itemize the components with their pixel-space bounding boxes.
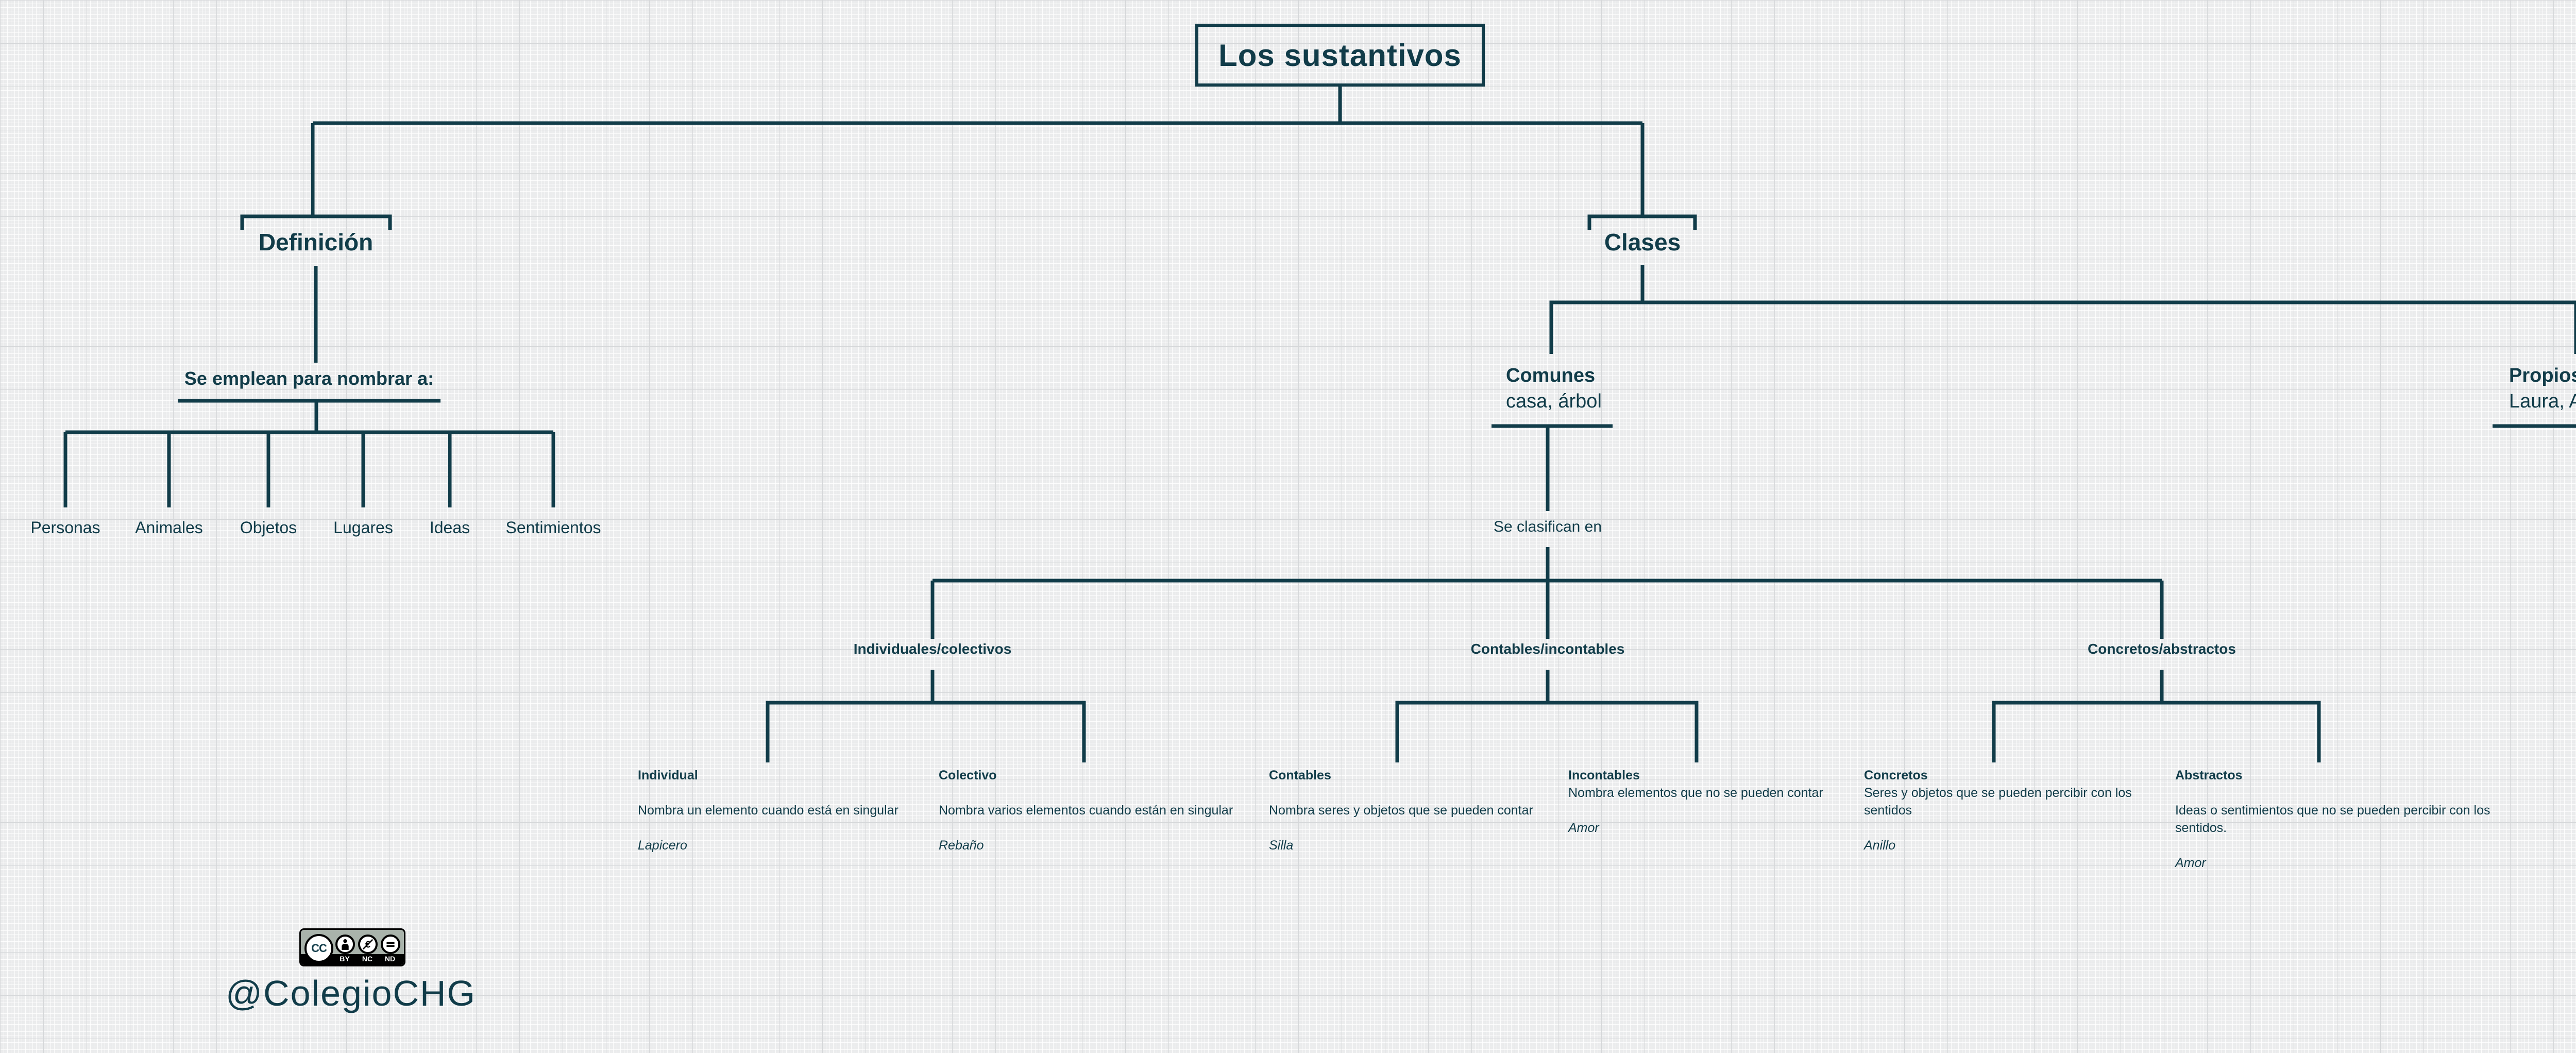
noun-type-description: Nombra seres y objetos que se pueden con… <box>1269 803 1533 818</box>
no-derivatives-icon <box>381 935 400 954</box>
group-individuales-colectivos: Individuales/colectivos <box>853 641 1012 657</box>
definition-item-objetos: Objetos <box>240 518 297 537</box>
group-contables-incontables: Contables/incontables <box>1470 641 1625 657</box>
branch-clases: Clases <box>1604 229 1681 256</box>
comunes-examples: casa, árbol <box>1506 390 1602 412</box>
noun-type-description: Nombra varios elementos cuando están en … <box>939 803 1233 818</box>
noun-type-description: Nombra elementos que no se pueden contar <box>1568 786 1823 800</box>
cc-by-label: BY <box>340 955 350 963</box>
page-title: Los sustantivos <box>1218 38 1462 73</box>
classes-subtitle: Se clasifican en <box>1493 518 1602 535</box>
noun-type-example: Lapicero <box>638 838 687 853</box>
cc-nd-label: ND <box>384 955 396 963</box>
noun-type-individual: Individual Nombra un elemento cuando est… <box>638 767 926 854</box>
noun-type-title: Individual <box>638 768 698 783</box>
noun-type-example: Anillo <box>1864 838 1896 853</box>
cc-nc-label: NC <box>362 955 373 963</box>
noun-type-title: Incontables <box>1568 768 1640 783</box>
definition-item-animales: Animales <box>135 518 203 537</box>
propios-label: Propios <box>2509 365 2576 386</box>
noun-type-description: Ideas o sentimientos que no se pueden pe… <box>2175 803 2490 835</box>
group-concretos-abstractos: Concretos/abstractos <box>2088 641 2236 657</box>
propios-examples: Laura, Alejandro <box>2509 390 2576 412</box>
noun-type-contables: Contables Nombra seres y objetos que se … <box>1269 767 1557 854</box>
noun-type-title: Contables <box>1269 768 1331 783</box>
page-title-box: Los sustantivos <box>1195 24 1485 87</box>
noun-type-title: Abstractos <box>2175 768 2243 783</box>
noun-type-title: Colectivo <box>939 768 997 783</box>
definition-item-lugares: Lugares <box>333 518 393 537</box>
definition-item-sentimientos: Sentimientos <box>505 518 601 537</box>
noun-type-example: Silla <box>1269 838 1294 853</box>
cc-logo-icon: CC <box>304 934 333 963</box>
branch-definicion: Definición <box>258 229 374 256</box>
definition-item-ideas: Ideas <box>429 518 470 537</box>
noun-type-incontables: Incontables Nombra elementos que no se p… <box>1568 767 1857 837</box>
noun-type-example: Amor <box>1568 821 1599 835</box>
definition-item-personas: Personas <box>30 518 100 537</box>
noun-type-description: Nombra un elemento cuando está en singul… <box>638 803 899 818</box>
non-commercial-icon: € <box>358 935 378 954</box>
noun-type-title: Concretos <box>1864 768 1928 783</box>
cc-license-badge: BY NC ND CC € <box>299 928 405 966</box>
noun-type-colectivo: Colectivo Nombra varios elementos cuando… <box>939 767 1258 854</box>
noun-type-description: Seres y objetos que se pueden percibir c… <box>1864 786 2132 818</box>
noun-type-abstractos: Abstractos Ideas o sentimientos que no s… <box>2175 767 2500 872</box>
definition-subtitle: Se emplean para nombrar a: <box>178 368 440 402</box>
class-propios: Propios Laura, Alejandro <box>2509 363 2576 414</box>
comunes-label: Comunes <box>1506 365 1596 386</box>
noun-type-example: Amor <box>2175 856 2206 870</box>
class-comunes: Comunes casa, árbol <box>1506 363 1602 414</box>
attribution-icon <box>335 935 355 954</box>
noun-type-example: Rebaño <box>939 838 984 853</box>
author-credit: @ColegioCHG <box>226 973 476 1013</box>
noun-type-concretos: Concretos Seres y objetos que se pueden … <box>1864 767 2165 854</box>
